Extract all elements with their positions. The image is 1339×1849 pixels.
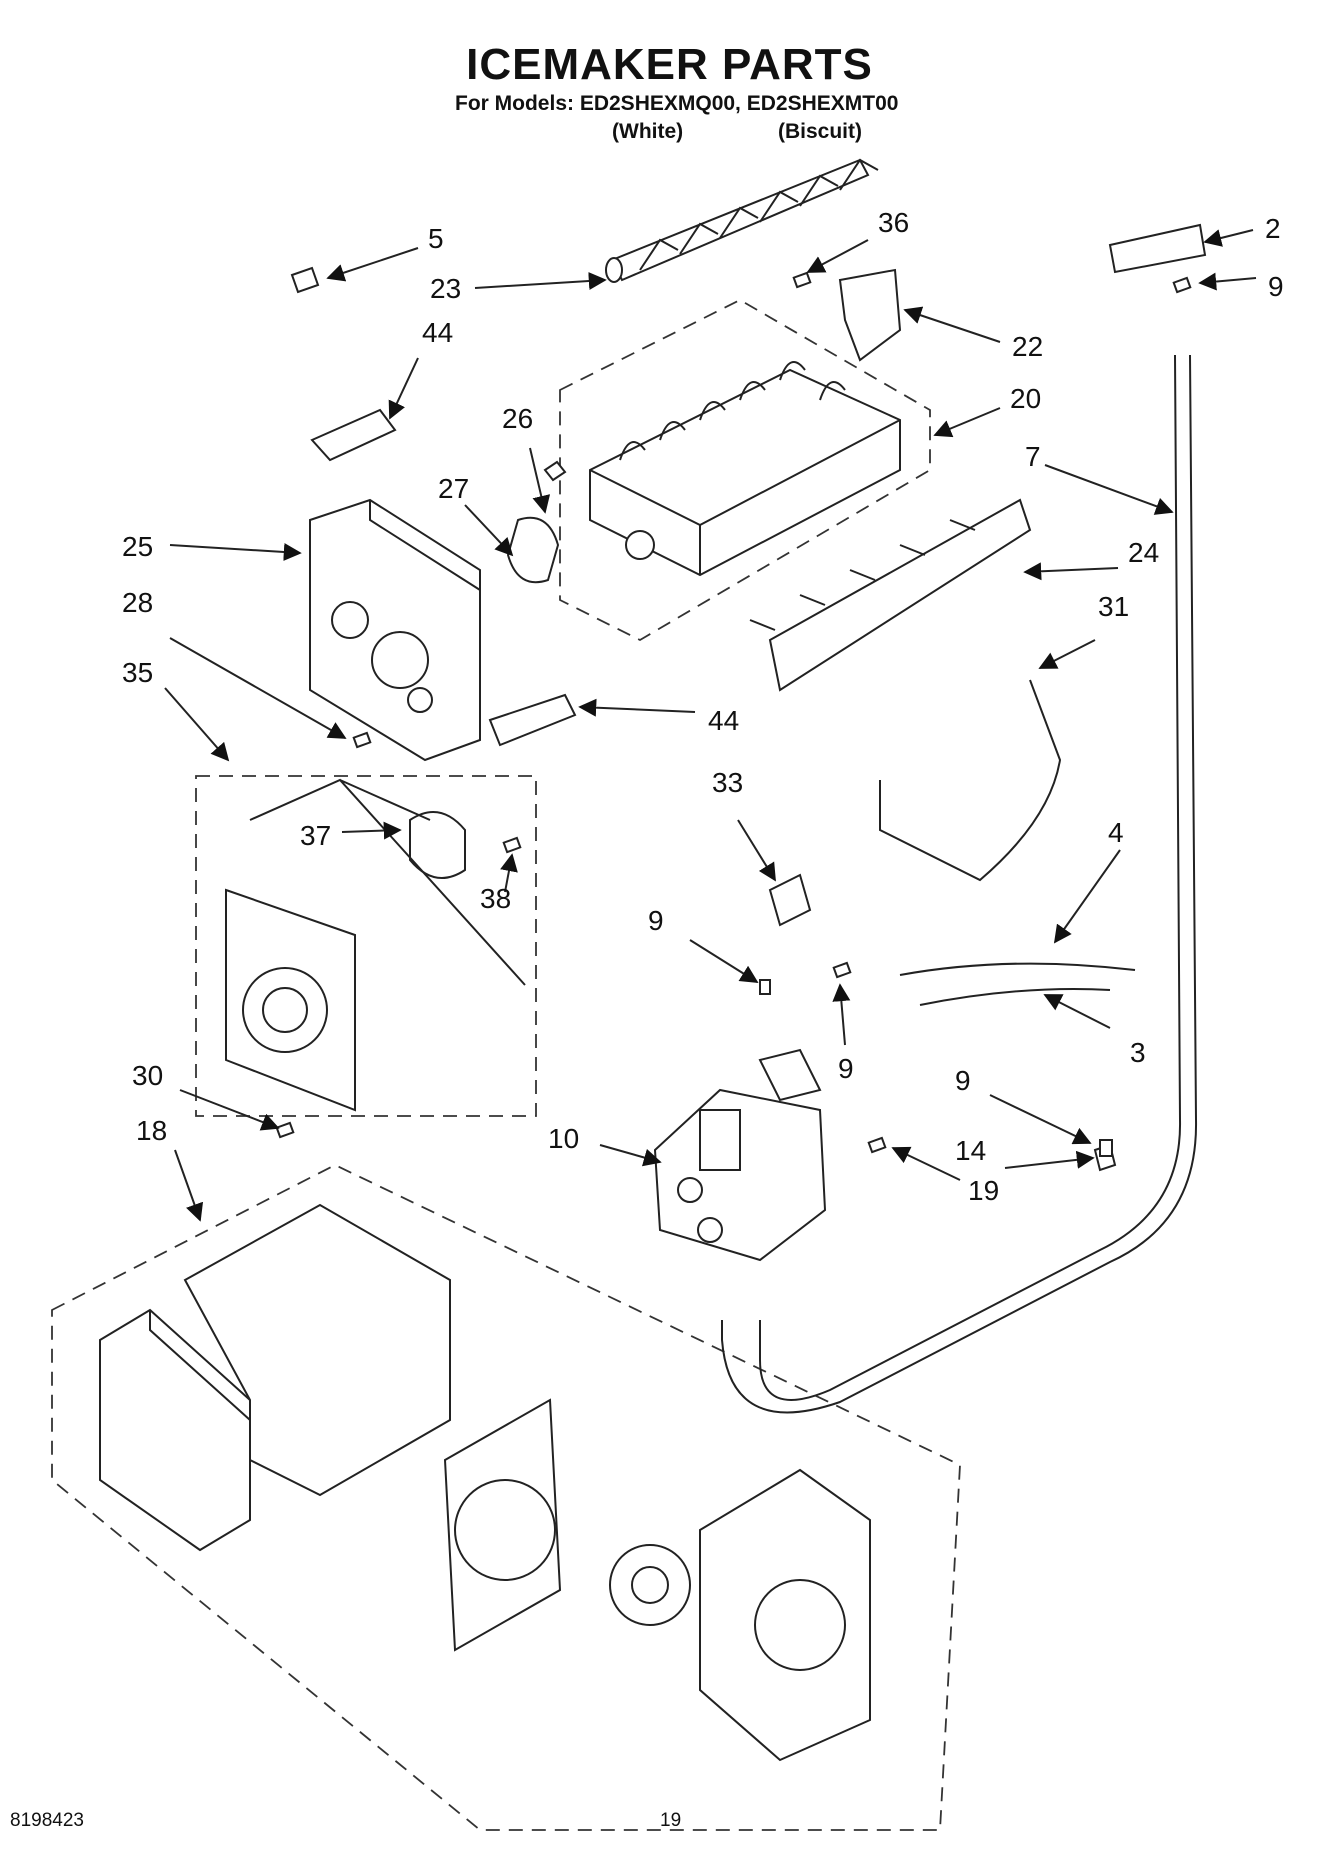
bracket-part-44b — [488, 693, 577, 747]
callout-18: 18 — [136, 1115, 167, 1146]
clip-part-26 — [543, 460, 567, 482]
motor-assembly-part — [225, 778, 526, 1112]
callout-2: 2 — [1265, 213, 1281, 244]
leader-arrows — [164, 229, 1257, 1222]
fill-tube — [759, 354, 1182, 1401]
tube-4 — [899, 962, 1136, 976]
clip-part-5 — [290, 266, 320, 294]
callout-9-right: 9 — [955, 1065, 971, 1096]
callout-30: 30 — [132, 1060, 163, 1091]
bracket-part-2 — [1108, 223, 1207, 274]
thermostat-part-27 — [506, 516, 560, 584]
evaporator-fan-assembly-part — [99, 1203, 871, 1762]
heater-wire-part — [879, 679, 1062, 882]
callout-44-mid: 44 — [708, 705, 739, 736]
screws — [275, 271, 1192, 1157]
callout-38: 38 — [480, 883, 511, 914]
callout-9-mid: 9 — [838, 1053, 854, 1084]
callout-19: 19 — [968, 1175, 999, 1206]
callout-5: 5 — [428, 223, 444, 254]
callout-28: 28 — [122, 587, 153, 618]
callout-22: 22 — [1012, 331, 1043, 362]
motor-assembly-group-outline — [195, 775, 537, 1117]
color-biscuit-label: (Biscuit) — [778, 120, 862, 143]
callout-36: 36 — [878, 207, 909, 238]
bracket-part-33 — [768, 873, 812, 927]
page-number: 19 — [660, 1810, 682, 1831]
models-line: For Models: ED2SHEXMQ00, ED2SHEXMT00 — [455, 92, 899, 115]
callout-31: 31 — [1098, 591, 1129, 622]
callout-44-top: 44 — [422, 317, 453, 348]
callout-9-left: 9 — [648, 905, 664, 936]
callout-7: 7 — [1025, 441, 1041, 472]
ejector-part — [605, 158, 879, 283]
callout-24: 24 — [1128, 537, 1159, 568]
fill-cup-part-22 — [838, 268, 902, 362]
callout-25: 25 — [122, 531, 153, 562]
callout-27: 27 — [438, 473, 469, 504]
page-title: ICEMAKER PARTS — [466, 40, 873, 89]
water-valve-part — [653, 1048, 827, 1262]
callout-9-top: 9 — [1268, 271, 1284, 302]
icemaker-mold-part — [589, 361, 901, 577]
fill-tube-outer — [721, 354, 1198, 1414]
callout-14: 14 — [955, 1135, 986, 1166]
front-cover-part — [309, 498, 481, 762]
tube-3 — [919, 988, 1111, 1006]
document-number: 8198423 — [10, 1810, 84, 1831]
callout-20: 20 — [1010, 383, 1041, 414]
callout-23: 23 — [430, 273, 461, 304]
callout-37: 37 — [300, 820, 331, 851]
callout-33: 33 — [712, 767, 743, 798]
mold-assembly-outline — [559, 298, 931, 642]
callout-3: 3 — [1130, 1037, 1146, 1068]
callout-10: 10 — [548, 1123, 579, 1154]
stripper-part — [749, 498, 1032, 692]
callout-35: 35 — [122, 657, 153, 688]
color-white-label: (White) — [612, 120, 684, 143]
callout-26: 26 — [502, 403, 533, 434]
bracket-part-44a — [310, 408, 397, 462]
callout-4: 4 — [1108, 817, 1124, 848]
